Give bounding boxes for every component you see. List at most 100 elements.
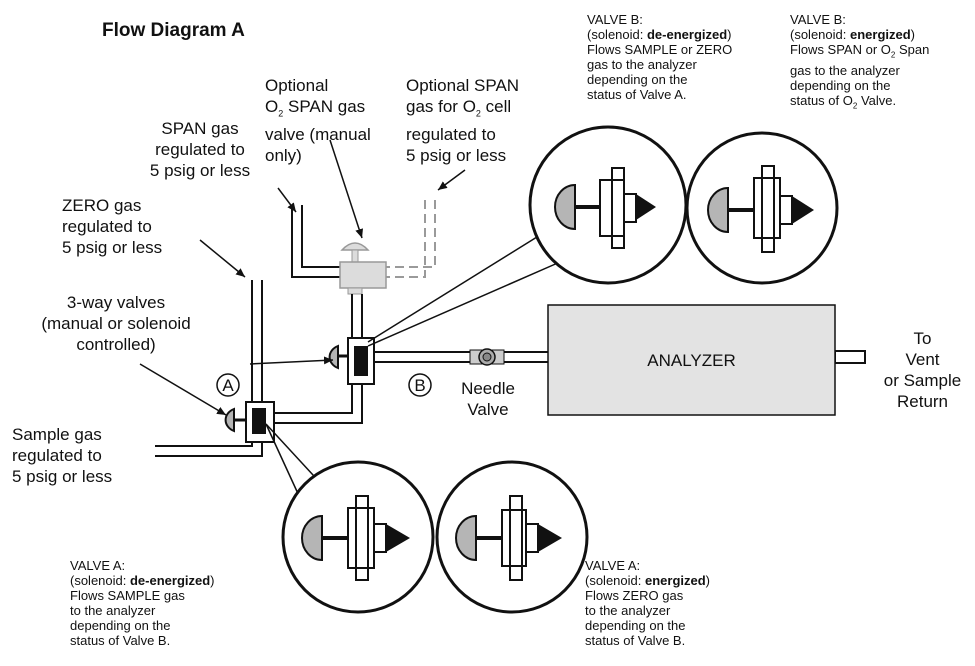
optional-o2-valve-line: valve (manual (265, 125, 371, 145)
diagram-title: Flow Diagram A (102, 20, 245, 41)
optional-o2-valve-line: Optional (265, 76, 329, 95)
o2-suffix: SPAN gas (287, 97, 366, 116)
note-suffix: ) (727, 27, 732, 42)
span-gas-line: 5 psig or less (149, 161, 251, 180)
optional-span-o2-line: 5 psig or less (406, 146, 507, 166)
optional-span-o2-label: Optional SPAN gas for O2 cell regulated … (406, 75, 519, 166)
valve-b-deenergized-note: VALVE B: (solenoid: de-energized) Flows … (587, 12, 732, 102)
optional-o2-valve-line: O2 SPAN gas (265, 96, 371, 124)
three-way-line: controlled) (76, 335, 156, 354)
sample-gas-line: regulated to (12, 446, 102, 465)
valve-b-callout-lines (367, 231, 561, 347)
valve-b-energized-detail (685, 131, 839, 285)
to-vent-label: To Vent or Sample Return (870, 328, 975, 412)
sample-gas-line: Sample gas (12, 425, 102, 444)
sample-gas-line: 5 psig or less (12, 467, 113, 486)
note-line: Flows SAMPLE gas (70, 588, 185, 603)
span-gas-line: regulated to (155, 140, 245, 159)
to-vent-line: To (913, 329, 932, 348)
to-vent-line: Vent (905, 350, 940, 369)
note-text: Valve. (857, 92, 897, 108)
note-bold: de-energized (129, 573, 211, 588)
note-line: status of Valve B. (70, 633, 171, 648)
note-line: (solenoid: energized) (790, 27, 929, 42)
zero-gas-pipe (251, 280, 263, 403)
zero-gas-line: 5 psig or less (62, 238, 163, 257)
valve-b (328, 337, 375, 385)
o2-subscript: 2 (890, 50, 896, 60)
sample-gas-label: Sample gas regulated to 5 psig or less (12, 424, 112, 487)
span-gas-pipe (291, 205, 340, 278)
o2-subscript: 2 (852, 101, 858, 111)
note-prefix: (solenoid: (585, 573, 645, 588)
note-line: depending on the (585, 618, 686, 633)
note-suffix: ) (210, 573, 215, 588)
valve-a-deenergized-note: VALVE A: (solenoid: de-energized) Flows … (70, 558, 215, 648)
note-line: Flows ZERO gas (585, 588, 684, 603)
marker-b: B (414, 376, 426, 395)
note-line: gas to the analyzer (587, 57, 697, 72)
o2-letter: O (265, 97, 279, 116)
to-vent-line: or Sample (883, 371, 962, 390)
valve-a (224, 401, 275, 443)
marker-a: A (222, 376, 234, 395)
optional-span-o2-line: Optional SPAN (406, 76, 520, 95)
valve-a-deenergized-detail (281, 460, 435, 614)
optional-span-o2-line: gas for O2 cell (406, 96, 519, 124)
zero-gas-line: regulated to (62, 217, 152, 236)
span-o2-subscript: 2 (475, 108, 481, 119)
to-vent-line: Return (896, 392, 949, 411)
note-line: Flows SPAN or O2 Span (790, 42, 929, 63)
needle-valve-line: Valve (467, 400, 509, 419)
needle-valve (469, 348, 505, 366)
note-prefix: (solenoid: (790, 27, 850, 42)
valve-a-energized-note: VALVE A: (solenoid: energized) Flows ZER… (585, 558, 710, 648)
three-way-line: 3-way valves (66, 293, 166, 312)
outlet-pipe (374, 351, 548, 363)
note-line: VALVE B: (790, 12, 846, 27)
note-line: to the analyzer (585, 603, 671, 618)
note-line: VALVE A: (70, 558, 126, 573)
valve-b-deenergized-detail (528, 125, 688, 285)
note-bold: de-energized (646, 27, 728, 42)
three-way-line: (manual or solenoid (41, 314, 191, 333)
span-gas-label: SPAN gas regulated to 5 psig or less (130, 118, 270, 181)
optional-o2-span-pipe (386, 200, 436, 278)
marker-a-circle (216, 373, 240, 397)
note-bold: energized (849, 27, 911, 42)
o2-span-valve (339, 242, 387, 295)
zero-gas-line: ZERO gas (62, 196, 142, 215)
note-prefix: (solenoid: (587, 27, 647, 42)
note-suffix: ) (705, 573, 711, 588)
note-line: VALVE B: (587, 12, 643, 27)
optional-span-o2-line: regulated to (406, 125, 496, 145)
valve-a-to-valve-b-pipe (274, 384, 363, 424)
needle-valve-line: Needle (461, 379, 515, 398)
note-text: Flows SPAN or O (790, 42, 891, 57)
note-bold: energized (644, 573, 706, 588)
analyzer-label: ANALYZER (647, 351, 736, 370)
label-arrows (139, 139, 466, 416)
needle-valve-label: Needle Valve (446, 378, 530, 420)
span-o2-letter: gas for O (406, 97, 476, 116)
span-o2-cell: cell (485, 97, 512, 116)
optional-o2-valve-line: only) (265, 146, 302, 166)
note-line: (solenoid: de-energized) (70, 573, 215, 588)
note-line: to the analyzer (70, 603, 156, 618)
note-line: depending on the (587, 72, 688, 87)
valve-b-energized-note: VALVE B: (solenoid: energized) Flows SPA… (790, 12, 929, 113)
note-text: Span (895, 42, 930, 57)
o2-to-valve-b-pipe (351, 294, 363, 338)
analyzer-box (547, 304, 836, 416)
note-prefix: (solenoid: (70, 573, 130, 588)
note-line: status of O2 Valve. (790, 93, 929, 114)
vent-pipe (834, 350, 866, 364)
note-text: status of O (790, 92, 853, 108)
note-line: VALVE A: (585, 558, 641, 573)
marker-b-circle (408, 373, 432, 397)
note-line: status of Valve A. (587, 87, 687, 102)
note-line: status of Valve B. (585, 633, 686, 648)
note-line: gas to the analyzer (790, 62, 900, 78)
optional-o2-valve-label: Optional O2 SPAN gas valve (manual only) (265, 75, 371, 166)
